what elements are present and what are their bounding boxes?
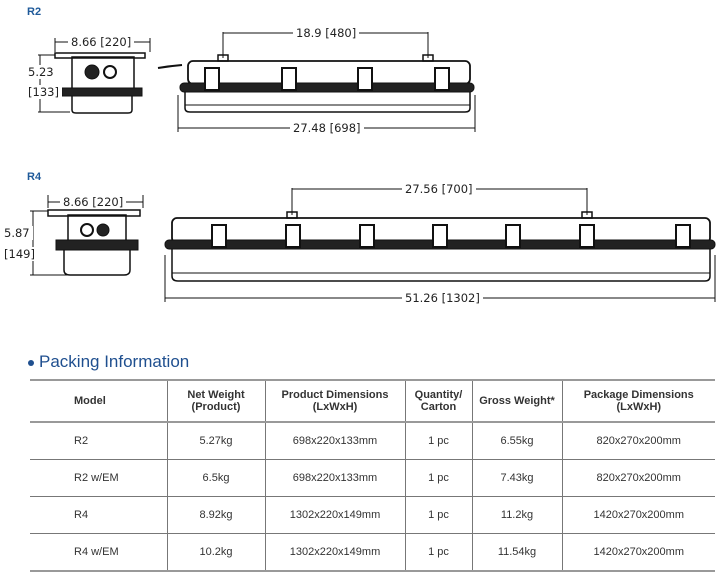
r2-length-dimension: 27.48 [698]: [290, 121, 364, 135]
cell-model: R2 w/EM: [30, 459, 167, 497]
r4-side-width-dimension: 8.66 [220]: [60, 195, 127, 209]
cell-gross-weight: 6.55kg: [471, 422, 562, 460]
cell-quantity: 1 pc: [404, 496, 472, 534]
dimension-drawings: [30, 32, 716, 302]
dim-mm: 1302: [446, 291, 476, 305]
cell-gross-weight: 11.54kg: [471, 533, 562, 572]
r4-side-height-inches: 5.87: [1, 226, 33, 240]
cell-product-dimensions: 1302x220x149mm: [264, 533, 405, 572]
cell-package-dimensions: 1420x270x200mm: [561, 496, 715, 534]
cell-gross-weight: 7.43kg: [471, 459, 562, 497]
dim-inches: 51.26: [405, 291, 438, 305]
dim-mm: 149: [8, 247, 31, 261]
r2-side-view: [38, 38, 151, 114]
cell-product-dimensions: 698x220x133mm: [264, 422, 405, 460]
dim-inches: 27.56: [405, 182, 438, 196]
cell-model: R2: [30, 422, 167, 460]
cell-package-dimensions: 1420x270x200mm: [561, 533, 715, 572]
r2-side-height-mm: [133]: [25, 85, 62, 99]
heading-text: Packing Information: [39, 352, 190, 371]
dim-mm: 220: [104, 35, 127, 49]
dim-mm: 698: [334, 121, 357, 135]
r2-side-width-dimension: 8.66 [220]: [68, 35, 135, 49]
header-quantity: Quantity/ Carton: [404, 379, 472, 423]
dim-inches: 18.9: [296, 26, 322, 40]
dim-inches: 27.48: [293, 121, 326, 135]
packing-table: Model Net Weight (Product) Product Dimen…: [30, 379, 715, 572]
dim-mm: 480: [329, 26, 352, 40]
cell-model: R4 w/EM: [30, 533, 167, 572]
cell-product-dimensions: 1302x220x149mm: [264, 496, 405, 534]
packing-information-heading: Packing Information: [28, 352, 189, 372]
dim-inches: 8.66: [63, 195, 89, 209]
cell-net-weight: 5.27kg: [166, 422, 265, 460]
r2-side-height-inches: 5.23: [25, 65, 57, 79]
header-net-weight: Net Weight (Product): [166, 379, 265, 423]
r4-mount-spacing-dimension: 27.56 [700]: [402, 182, 476, 196]
header-product-dimensions: Product Dimensions (LxWxH): [264, 379, 405, 423]
header-model: Model: [30, 379, 167, 423]
cell-product-dimensions: 698x220x133mm: [264, 459, 405, 497]
cell-quantity: 1 pc: [404, 459, 472, 497]
cell-package-dimensions: 820x270x200mm: [561, 459, 715, 497]
r4-label: R4: [27, 171, 42, 183]
header-package-dimensions: Package Dimensions (LxWxH): [561, 379, 715, 423]
r4-front-view: [164, 188, 716, 302]
dim-mm: 133: [32, 85, 55, 99]
r2-label: R2: [27, 6, 42, 18]
dim-inches: 8.66: [71, 35, 97, 49]
header-gross-weight: Gross Weight*: [471, 379, 562, 423]
cell-package-dimensions: 820x270x200mm: [561, 422, 715, 460]
dim-mm: 220: [96, 195, 119, 209]
cell-model: R4: [30, 496, 167, 534]
r2-mount-spacing-dimension: 18.9 [480]: [293, 26, 360, 40]
cell-quantity: 1 pc: [404, 422, 472, 460]
cell-quantity: 1 pc: [404, 533, 472, 572]
r4-length-dimension: 51.26 [1302]: [402, 291, 483, 305]
dim-mm: 700: [446, 182, 469, 196]
cell-net-weight: 8.92kg: [166, 496, 265, 534]
cell-net-weight: 6.5kg: [166, 459, 265, 497]
r4-side-height-mm: [149]: [1, 247, 38, 261]
r2-front-view: [157, 32, 476, 132]
cell-gross-weight: 11.2kg: [471, 496, 562, 534]
bullet-icon: [28, 359, 34, 366]
cell-net-weight: 10.2kg: [166, 533, 265, 572]
table-header-row: Model Net Weight (Product) Product Dimen…: [30, 379, 715, 423]
